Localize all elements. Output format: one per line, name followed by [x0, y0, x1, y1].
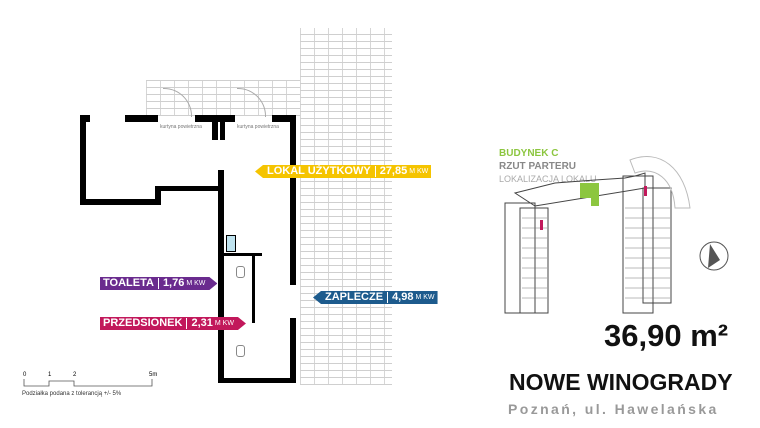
- unit-highlight: [580, 183, 599, 206]
- floor-label: RZUT PARTERU: [499, 161, 577, 172]
- location-subtitle: LOKALIZACJA LOKALU: [499, 174, 597, 184]
- compass-north-icon: [699, 241, 729, 271]
- total-area-unit: m²: [690, 318, 729, 353]
- brick-terrace-right: [300, 28, 392, 385]
- room-unit: M KW: [415, 294, 435, 301]
- total-area: 36,90 m²: [604, 318, 728, 354]
- room-area: 2,31: [191, 317, 213, 329]
- building-label: BUDYNEK C: [499, 148, 559, 159]
- project-name: NOWE WINOGRADY: [509, 369, 733, 395]
- room-area: 27,85: [379, 165, 408, 177]
- door-label-2: kurtyna powietrzna: [237, 124, 279, 130]
- building-site-plan: [504, 156, 691, 314]
- scale-tick: 5m: [149, 372, 158, 378]
- room-unit: M KW: [409, 168, 429, 175]
- room-area: 1,76: [162, 277, 185, 289]
- scale-note: Podziałka podana z tolerancją +/- 5%: [22, 391, 122, 397]
- scale-tick: 2: [73, 372, 77, 378]
- scale-tick: 0: [23, 372, 27, 378]
- project-address: Poznań, ul. Hawelańska: [508, 401, 719, 417]
- door-label-1: kurtyna powietrzna: [160, 124, 202, 130]
- room-unit: M KW: [214, 320, 234, 327]
- scale-tick: 1: [48, 372, 52, 378]
- room-area: 4,98: [392, 291, 414, 303]
- room-name: TOALETA: [103, 277, 154, 289]
- room-unit: M KW: [186, 280, 206, 287]
- room-name: ZAPLECZE: [325, 291, 384, 303]
- room-name: PRZEDSIONEK: [103, 317, 183, 329]
- total-area-value: 36,90: [604, 318, 682, 353]
- room-name: LOKAL UŻYTKOWY: [267, 165, 371, 177]
